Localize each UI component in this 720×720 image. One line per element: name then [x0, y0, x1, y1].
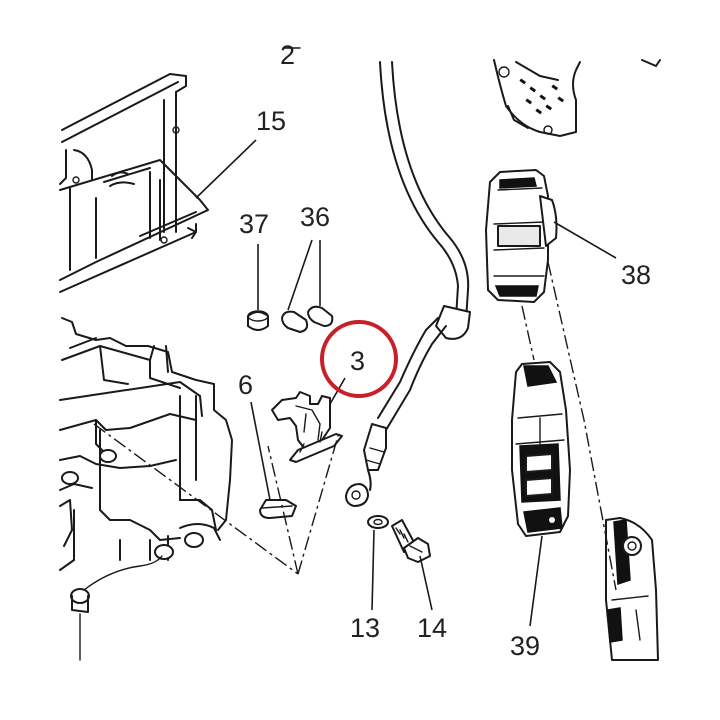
part-label-36: 36	[300, 202, 330, 232]
part-38-cover	[485, 169, 558, 303]
top-right-motor-fragment	[493, 59, 661, 137]
part-label-37: 37	[239, 209, 269, 239]
part-6-block	[259, 499, 297, 519]
part-label-cropped: 2	[280, 40, 295, 70]
leader-lines	[195, 139, 617, 627]
handle-fragment	[605, 517, 659, 661]
part-14-screw	[391, 519, 431, 563]
part-15-bracket	[59, 73, 209, 293]
part-label-13: 13	[350, 613, 380, 643]
part-36-pads	[281, 305, 334, 333]
part-label-14: 14	[417, 613, 447, 643]
motor-housing	[59, 317, 233, 661]
assembly-center-lines	[93, 261, 617, 591]
part-37-plug	[247, 310, 269, 331]
part-3-highlight-circle	[320, 320, 398, 398]
part-label-39: 39	[510, 631, 540, 661]
part-39-switch	[511, 361, 571, 537]
part-label-6: 6	[238, 370, 253, 400]
part-label-3: 3	[350, 346, 365, 376]
part-label-15: 15	[256, 106, 286, 136]
part-3-bracket	[271, 391, 343, 463]
part-13-washer	[367, 515, 389, 529]
part-label-38: 38	[621, 260, 651, 290]
cable-assembly	[345, 61, 471, 507]
